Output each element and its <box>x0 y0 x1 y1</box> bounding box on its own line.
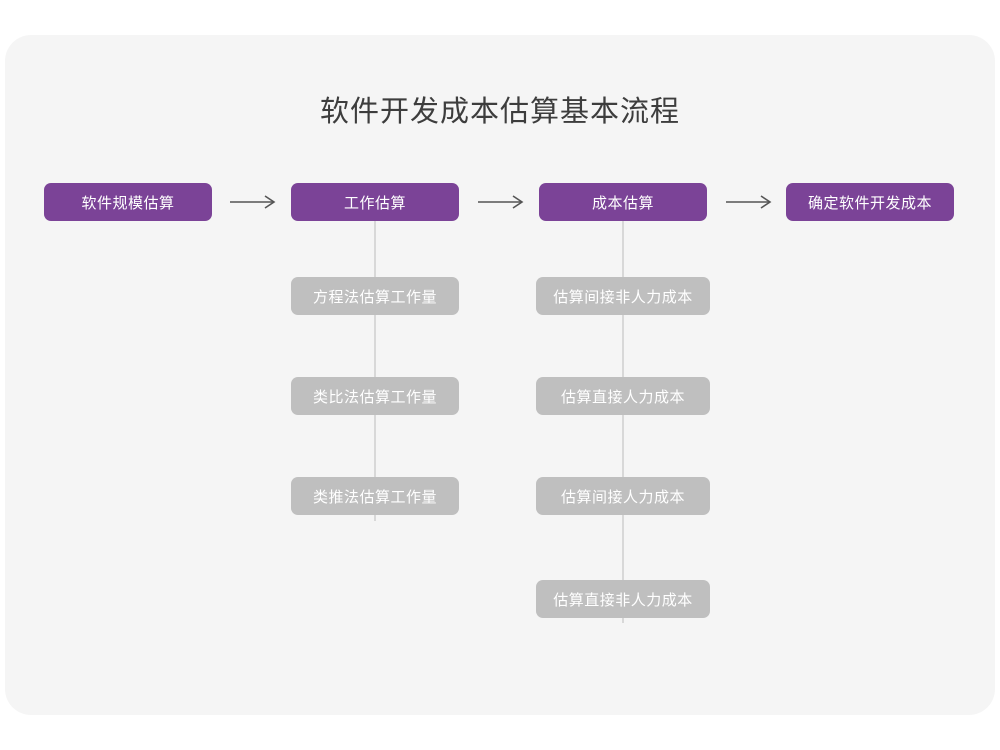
arrow-right-icon <box>726 195 772 209</box>
arrow-right-icon <box>230 195 276 209</box>
sub-step-right-4-label: 估算直接非人力成本 <box>553 591 693 609</box>
diagram-card <box>5 35 995 715</box>
process-box-3[interactable]: 成本估算 <box>539 183 707 221</box>
connector-line-left-column <box>374 221 376 521</box>
sub-step-left-1-label: 方程法估算工作量 <box>312 288 437 306</box>
sub-step-left-3-label: 类推法估算工作量 <box>312 488 437 506</box>
process-box-4[interactable]: 确定软件开发成本 <box>786 183 954 221</box>
connector-line-right-column <box>622 221 624 623</box>
process-box-1-label: 软件规模估算 <box>81 194 175 212</box>
arrow-right-icon <box>478 195 524 209</box>
sub-step-right-2[interactable]: 估算直接人力成本 <box>536 377 710 415</box>
sub-step-right-1-label: 估算间接非人力成本 <box>553 288 693 306</box>
arrow-3 <box>724 192 776 212</box>
process-box-1[interactable]: 软件规模估算 <box>44 183 212 221</box>
sub-step-right-4[interactable]: 估算直接非人力成本 <box>536 580 710 618</box>
sub-step-right-3-label: 估算间接人力成本 <box>560 488 685 506</box>
sub-step-right-1[interactable]: 估算间接非人力成本 <box>536 277 710 315</box>
sub-step-left-2[interactable]: 类比法估算工作量 <box>291 377 459 415</box>
sub-step-left-3[interactable]: 类推法估算工作量 <box>291 477 459 515</box>
arrow-2 <box>476 192 528 212</box>
page-title: 软件开发成本估算基本流程 <box>319 96 680 128</box>
sub-step-left-2-label: 类比法估算工作量 <box>312 388 437 406</box>
arrow-1 <box>228 192 280 212</box>
sub-step-right-3[interactable]: 估算间接人力成本 <box>536 477 710 515</box>
process-box-2[interactable]: 工作估算 <box>291 183 459 221</box>
process-box-2-label: 工作估算 <box>343 194 406 212</box>
sub-step-right-2-label: 估算直接人力成本 <box>560 388 685 406</box>
sub-step-left-1[interactable]: 方程法估算工作量 <box>291 277 459 315</box>
process-box-4-label: 确定软件开发成本 <box>807 194 932 212</box>
process-box-3-label: 成本估算 <box>591 194 654 212</box>
